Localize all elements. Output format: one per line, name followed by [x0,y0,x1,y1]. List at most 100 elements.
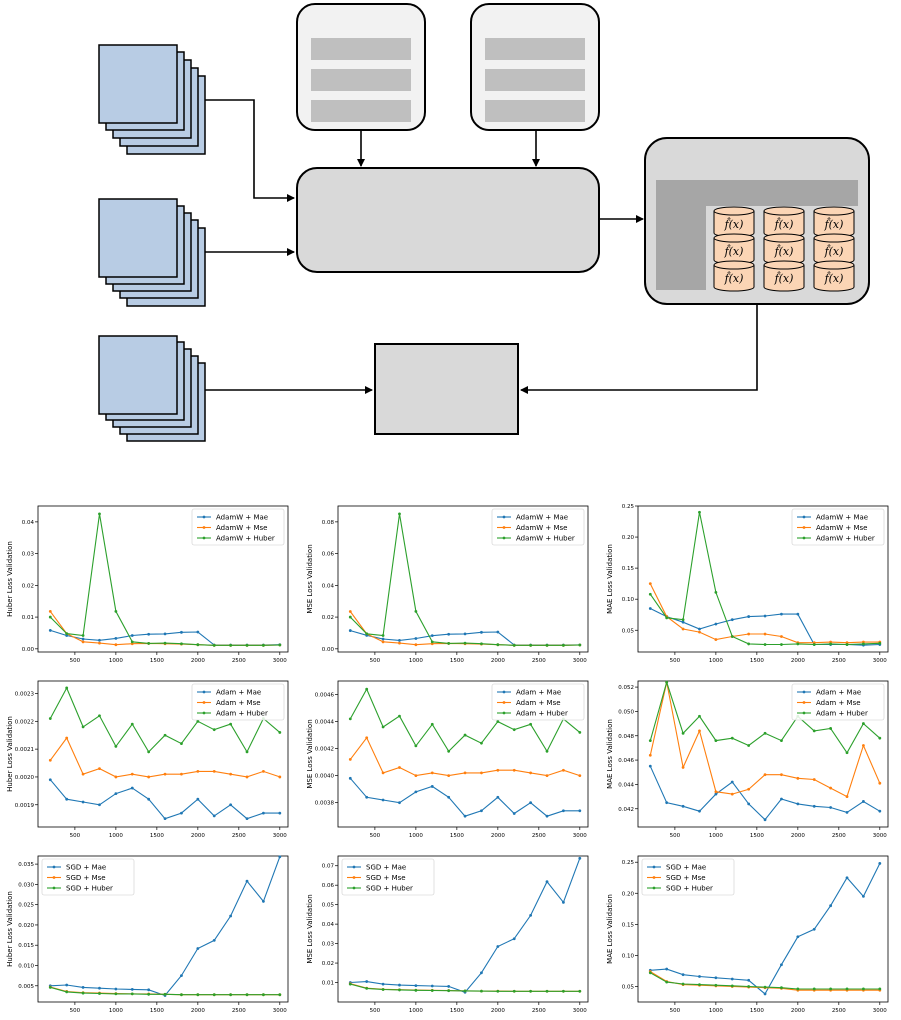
config-panel-1 [296,3,426,131]
y-tick-label: 0.0038 [315,801,335,807]
legend-marker [652,886,656,890]
y-tick-label: 0.02 [322,961,334,967]
data-point [147,988,151,992]
data-point [212,814,216,818]
data-point [545,880,549,884]
y-tick-label: 0.04 [322,922,335,928]
x-tick-label: 1500 [150,658,164,664]
x-tick-label: 500 [670,833,681,839]
data-point [163,817,167,821]
data-point [796,776,800,780]
training-block [296,167,600,273]
data-point [196,947,200,950]
data-point [829,806,833,809]
data-point [496,989,500,993]
data-point [698,983,701,987]
data-point [98,986,101,990]
x-tick-label: 1500 [450,833,464,839]
y-tick-label: 0.0019 [15,803,35,809]
y-tick-label: 0.06 [322,883,335,889]
data-point [562,768,565,772]
data-point [829,904,833,908]
data-point [48,615,52,619]
data-point [878,641,882,645]
data-point [730,977,734,981]
data-point [398,983,401,987]
legend-marker [352,865,356,869]
data-point [229,643,233,647]
pipeline-diagram: f̂(x)f̂(x)f̂(x)f̂(x)f̂(x)f̂(x)f̂(x)f̂(x)… [98,3,870,442]
data-point [698,630,701,634]
x-tick-label: 1000 [709,1008,723,1014]
data-point [747,787,751,791]
legend-marker [802,515,806,519]
data-point [65,632,69,635]
x-tick-label: 2000 [191,1008,205,1014]
legend-label: Adam + Huber [816,710,868,718]
data-point [348,610,352,613]
data-point [578,643,582,647]
data-point [414,774,418,778]
data-point [381,988,385,991]
x-tick-label: 2500 [832,833,846,839]
y-tick-label: 0.010 [18,964,34,970]
legend-marker [202,701,206,704]
x-tick-label: 3000 [273,833,287,839]
data-point [163,733,167,737]
data-point [562,989,565,993]
data-point [278,811,282,815]
data-point [648,607,652,610]
x-tick-label: 500 [370,658,381,664]
legend-marker [352,876,356,879]
data-point [480,630,483,634]
data-point [763,818,767,822]
data-point [747,632,751,636]
data-point [98,638,101,642]
data-point [245,643,249,647]
data-point [812,729,816,733]
data-point [648,764,652,768]
data-point [414,637,418,640]
y-tick-label: 0.0042 [315,747,334,753]
data-point [665,680,669,684]
data-point [130,722,134,726]
data-point [398,766,401,769]
data-point [681,765,685,769]
x-tick-label: 1500 [150,833,164,839]
data-point [578,989,582,993]
data-point [398,714,401,718]
data-point [812,778,816,781]
data-point [245,993,249,997]
data-point [430,984,434,988]
x-tick-label: 500 [670,658,681,664]
legend-marker [652,865,656,869]
data-point [163,992,167,996]
legend-marker [202,690,206,694]
data-point [512,812,516,815]
model-cylinder-label: f̂(x) [724,272,744,285]
input-stack-1 [98,44,206,155]
data-point [862,894,865,898]
model-grid-panel: f̂(x)f̂(x)f̂(x)f̂(x)f̂(x)f̂(x)f̂(x)f̂(x)… [644,137,870,305]
data-point [463,814,467,818]
y-axis-label: Huber Loss Validation [6,541,14,617]
data-point [862,744,865,747]
data-point [381,637,385,641]
data-point [81,725,85,729]
x-tick-label: 1500 [750,833,764,839]
data-point [48,986,52,989]
data-point [496,643,500,647]
data-point [447,632,451,636]
y-tick-label: 0.005 [18,984,34,990]
legend-label: AdamW + Mse [516,524,567,532]
x-tick-label: 2500 [832,1008,846,1014]
model-cylinder-1-2: f̂(x) [813,233,855,265]
x-tick-label: 500 [670,1008,681,1014]
